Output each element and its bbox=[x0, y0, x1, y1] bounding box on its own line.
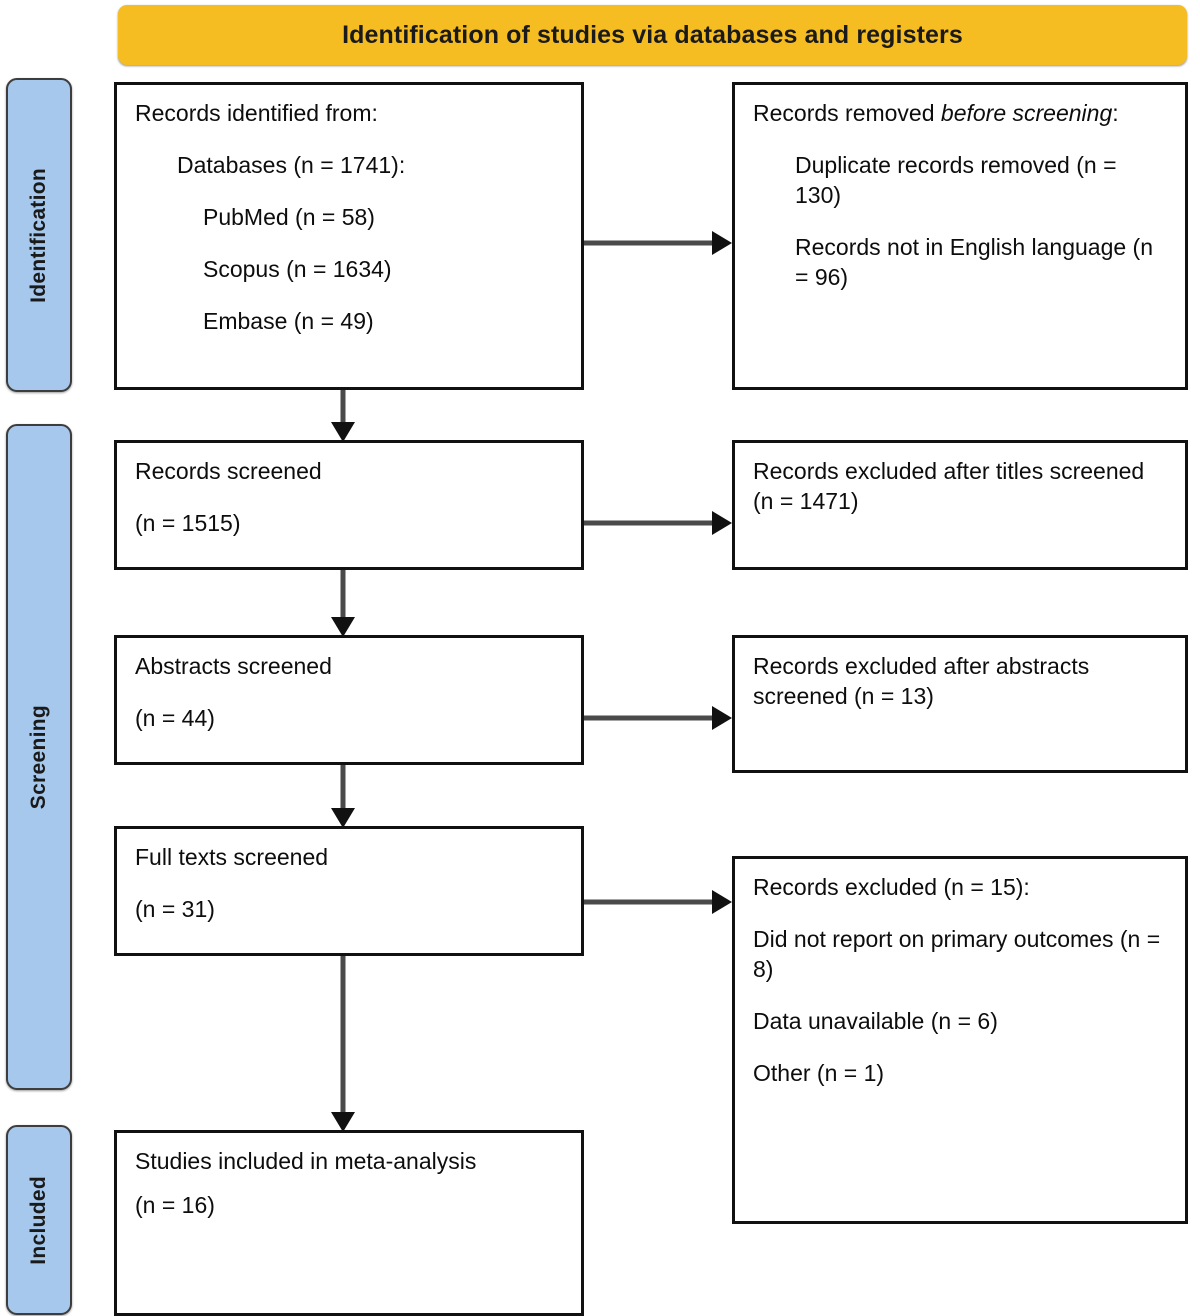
node-records-excluded-titles: Records excluded after titles screened (… bbox=[732, 440, 1188, 570]
arrow-right-abstracts-to-excluded-abstracts bbox=[584, 706, 732, 730]
records-identified-databases: Databases (n = 1741): bbox=[177, 151, 406, 178]
records-excluded-abstracts-label: Records excluded after abstracts screene… bbox=[753, 653, 1090, 709]
arrow-shaft bbox=[584, 240, 714, 246]
node-records-removed-before-screening: Records removed before screening: Duplic… bbox=[732, 82, 1188, 390]
records-not-english: Records not in English language (n = 96) bbox=[795, 233, 1154, 290]
arrow-shaft bbox=[340, 765, 346, 810]
node-fulltexts-screened: Full texts screened (n = 31) bbox=[114, 826, 584, 956]
records-removed-heading-colon: : bbox=[1112, 100, 1119, 126]
arrow-shaft bbox=[340, 570, 346, 619]
records-removed-heading-plain: Records removed bbox=[753, 100, 941, 126]
page-title: Identification of studies via databases … bbox=[342, 20, 963, 49]
excluded-reason-primary-outcomes: Did not report on primary outcomes (n = … bbox=[753, 925, 1161, 982]
records-excluded-fulltext-heading: Records excluded (n = 15): bbox=[753, 874, 1030, 900]
arrow-down-abstracts-to-fulltexts bbox=[331, 765, 355, 828]
arrow-head-icon bbox=[331, 422, 355, 442]
arrow-down-screened-to-abstracts bbox=[331, 570, 355, 637]
phase-included-text: Included bbox=[27, 1175, 50, 1265]
arrow-head-icon bbox=[712, 511, 732, 535]
arrow-head-icon bbox=[712, 706, 732, 730]
phase-label-screening: Screening bbox=[6, 424, 72, 1090]
node-records-excluded-abstracts: Records excluded after abstracts screene… bbox=[732, 635, 1188, 773]
arrow-shaft bbox=[340, 390, 346, 424]
studies-included-label: Studies included in meta-analysis bbox=[135, 1148, 477, 1174]
arrow-shaft bbox=[584, 899, 714, 905]
arrow-right-fulltexts-to-excluded-fulltext bbox=[584, 890, 732, 914]
node-records-screened: Records screened (n = 1515) bbox=[114, 440, 584, 570]
phase-identification-text: Identification bbox=[27, 167, 50, 303]
duplicate-records-removed: Duplicate records removed (n = 130) bbox=[795, 151, 1117, 208]
abstracts-screened-count: (n = 44) bbox=[135, 704, 215, 731]
node-abstracts-screened: Abstracts screened (n = 44) bbox=[114, 635, 584, 765]
arrow-head-icon bbox=[331, 1112, 355, 1132]
phase-screening-text: Screening bbox=[27, 704, 50, 810]
arrow-head-icon bbox=[331, 808, 355, 828]
node-records-identified: Records identified from: Databases (n = … bbox=[114, 82, 584, 390]
arrow-shaft bbox=[584, 715, 714, 721]
records-excluded-titles-label: Records excluded after titles screened (… bbox=[753, 458, 1145, 514]
fulltexts-screened-label: Full texts screened bbox=[135, 844, 329, 870]
fulltexts-screened-count: (n = 31) bbox=[135, 895, 215, 922]
excluded-reason-other: Other (n = 1) bbox=[753, 1059, 885, 1086]
records-identified-pubmed: PubMed (n = 58) bbox=[203, 203, 375, 230]
excluded-reason-data-unavailable: Data unavailable (n = 6) bbox=[753, 1007, 998, 1034]
arrow-head-icon bbox=[331, 617, 355, 637]
arrow-shaft bbox=[340, 956, 346, 1114]
diagram-header-banner: Identification of studies via databases … bbox=[118, 5, 1187, 65]
records-identified-scopus: Scopus (n = 1634) bbox=[203, 255, 392, 282]
arrow-right-screened-to-excluded-titles bbox=[584, 511, 732, 535]
records-screened-count: (n = 1515) bbox=[135, 509, 241, 536]
records-identified-embase: Embase (n = 49) bbox=[203, 307, 374, 334]
arrow-head-icon bbox=[712, 890, 732, 914]
phase-label-identification: Identification bbox=[6, 78, 72, 392]
arrow-shaft bbox=[584, 520, 714, 526]
records-removed-heading-italic: before screening bbox=[940, 100, 1113, 126]
arrow-head-icon bbox=[712, 231, 732, 255]
abstracts-screened-label: Abstracts screened bbox=[135, 653, 332, 679]
node-studies-included: Studies included in meta-analysis (n = 1… bbox=[114, 1130, 584, 1316]
arrow-down-identified-to-screened bbox=[331, 390, 355, 442]
node-records-excluded-fulltext: Records excluded (n = 15): Did not repor… bbox=[732, 856, 1188, 1224]
arrow-right-identified-to-removed bbox=[584, 231, 732, 255]
arrow-down-fulltexts-to-included bbox=[331, 956, 355, 1132]
records-identified-heading: Records identified from: bbox=[135, 100, 378, 126]
records-screened-label: Records screened bbox=[135, 458, 322, 484]
phase-label-included: Included bbox=[6, 1125, 72, 1315]
studies-included-count: (n = 16) bbox=[135, 1191, 215, 1218]
records-removed-heading: Records removed before screening: bbox=[753, 99, 1167, 129]
